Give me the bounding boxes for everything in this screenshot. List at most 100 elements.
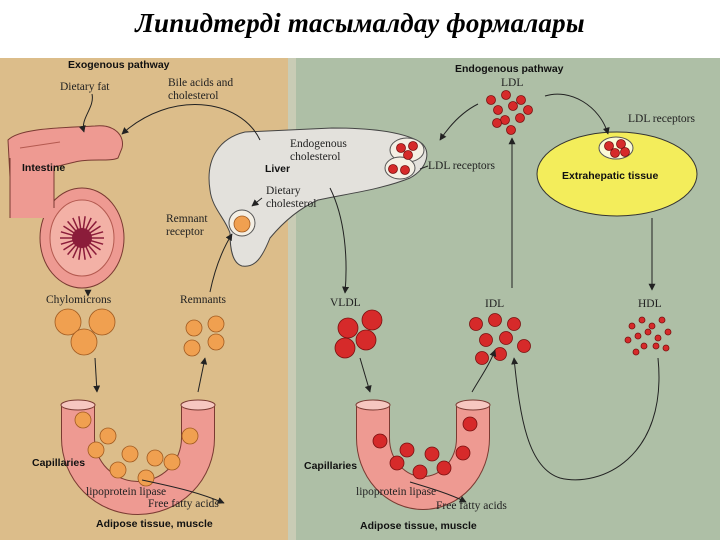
remnants-label: Remnants [180,294,227,306]
idl-particle [517,339,531,353]
villus-spike [60,239,74,245]
endogenous-capillary-particle [412,464,428,480]
exogenous-capillary-particle [109,461,127,479]
ldl-particle [506,125,516,135]
hdl-particle [634,332,642,340]
arrow-vldl-to-capillary [359,357,372,393]
lipid-transport-diagram: Exogenous pathway Endogenous pathway Die… [0,58,720,540]
idl-particles [469,313,531,365]
extrahepatic-ldl-particle [610,148,620,158]
slide-title: Липидтерді тасымалдау формалары [135,8,585,38]
hdl-particle [658,316,666,324]
hdl-particle [648,322,656,330]
endogenous-capillary-particle [389,455,405,471]
endogenous-capillary-particle [462,416,478,432]
remnant-receptor-label-1: Remnant [166,213,208,225]
hdl-particle [654,334,662,342]
villus-spike [63,242,75,251]
ldl-particle [515,113,525,123]
arrow-liver-ldl-receptor [419,165,429,170]
remnant-particle-bound [233,215,251,233]
exogenous-heading: Exogenous pathway [68,59,170,71]
extrahepatic-label: Extrahepatic tissue [562,170,658,182]
vldl-particle [334,337,356,359]
chylomicron-particle [70,328,98,356]
exogenous-capillary-particle [74,411,92,429]
ldl-particle [508,101,518,111]
liver-ldl-receptors-label: LDL receptors [428,160,495,172]
idl-particle [479,333,493,347]
villus-spike [72,217,79,231]
idl-particle [475,351,489,365]
endogenous-capillary-particle [372,433,388,449]
bile-acids-label-2: cholesterol [168,90,218,102]
vldl-label: VLDL [330,297,361,309]
villus-spike [82,216,86,230]
dietary-fat-label: Dietary fat [60,81,110,93]
chylomicron-particles [54,308,116,356]
extrahepatic-ldl-particles [604,139,630,158]
arrow-hdl-to-idl [511,357,660,481]
liver-ldl-particle [408,141,418,151]
exogenous-capillary-particles [74,411,199,487]
hdl-particle [664,328,672,336]
arrow-capillary-to-remnants [197,357,208,393]
villus-spike [78,246,82,260]
hdl-label: HDL [638,298,662,310]
exogenous-capillary-particle [181,427,199,445]
arrow-dietary-fat-to-intestine [78,93,93,133]
extrahepatic-tissue [536,131,698,217]
ldl-particle [486,95,496,105]
arrow-endo-lipase [409,481,467,503]
vldl-particles [334,309,383,359]
extrahepatic-ldl-particle [616,139,626,149]
vldl-particle [361,309,383,331]
extrahepatic-ldl-particle [620,147,630,157]
endogenous-capillary-particle [399,442,415,458]
ldl-particle [501,90,511,100]
ldl-receptors-label: LDL receptors [628,113,695,125]
intestine-label: Intestine [22,162,65,174]
chylomicrons-label: Chylomicrons [46,294,112,306]
dietary-cholesterol-label-2: cholesterol [266,198,316,210]
remnant-particle [185,319,203,337]
ldl-particle [493,105,503,115]
villus-spike [87,244,97,256]
exogenous-ffa-label: Free fatty acids [148,498,219,510]
endogenous-capillary-particles [372,416,478,480]
liver-ldl-particles [388,141,418,175]
liver [208,127,428,267]
intestine-villi [60,216,104,260]
arrow-bile-to-intestine [121,104,261,141]
hdl-particle [662,344,670,352]
villus-spike [87,220,97,232]
exogenous-capillary-particle [146,449,164,467]
hdl-particle [638,316,646,324]
villus-spike [85,245,92,259]
villus-spike [85,217,92,231]
villus-spike [67,244,77,256]
arrow-exo-lipase [141,479,225,504]
villus-spike [72,245,79,259]
idl-particle [469,317,483,331]
idl-particle [493,347,507,361]
hdl-particle [640,342,648,350]
endogenous-capillary-particle [436,460,452,476]
intestine [7,125,125,289]
chylomicron-particle [54,308,82,336]
endogenous-capillary-particle [455,445,471,461]
liver-label: Liver [265,163,290,175]
endogenous-adipose-label: Adipose tissue, muscle [360,520,477,532]
villus-spike [60,231,74,237]
endogenous-ffa-label: Free fatty acids [436,500,507,512]
liver-ldl-particle [403,150,413,160]
endogenous-cholesterol-label-2: cholesterol [290,151,340,163]
endogenous-capillaries-label: Capillaries [304,460,357,472]
remnant-particle [207,315,225,333]
extrahepatic-ldl-particle [604,141,614,151]
ldl-label: LDL [501,77,523,89]
panel-divider [288,58,296,540]
chylomicron-particle [88,308,116,336]
arrow-chylomicrons-to-capillary [93,357,101,393]
arrow-ldl-to-extrahepatic [544,93,610,135]
